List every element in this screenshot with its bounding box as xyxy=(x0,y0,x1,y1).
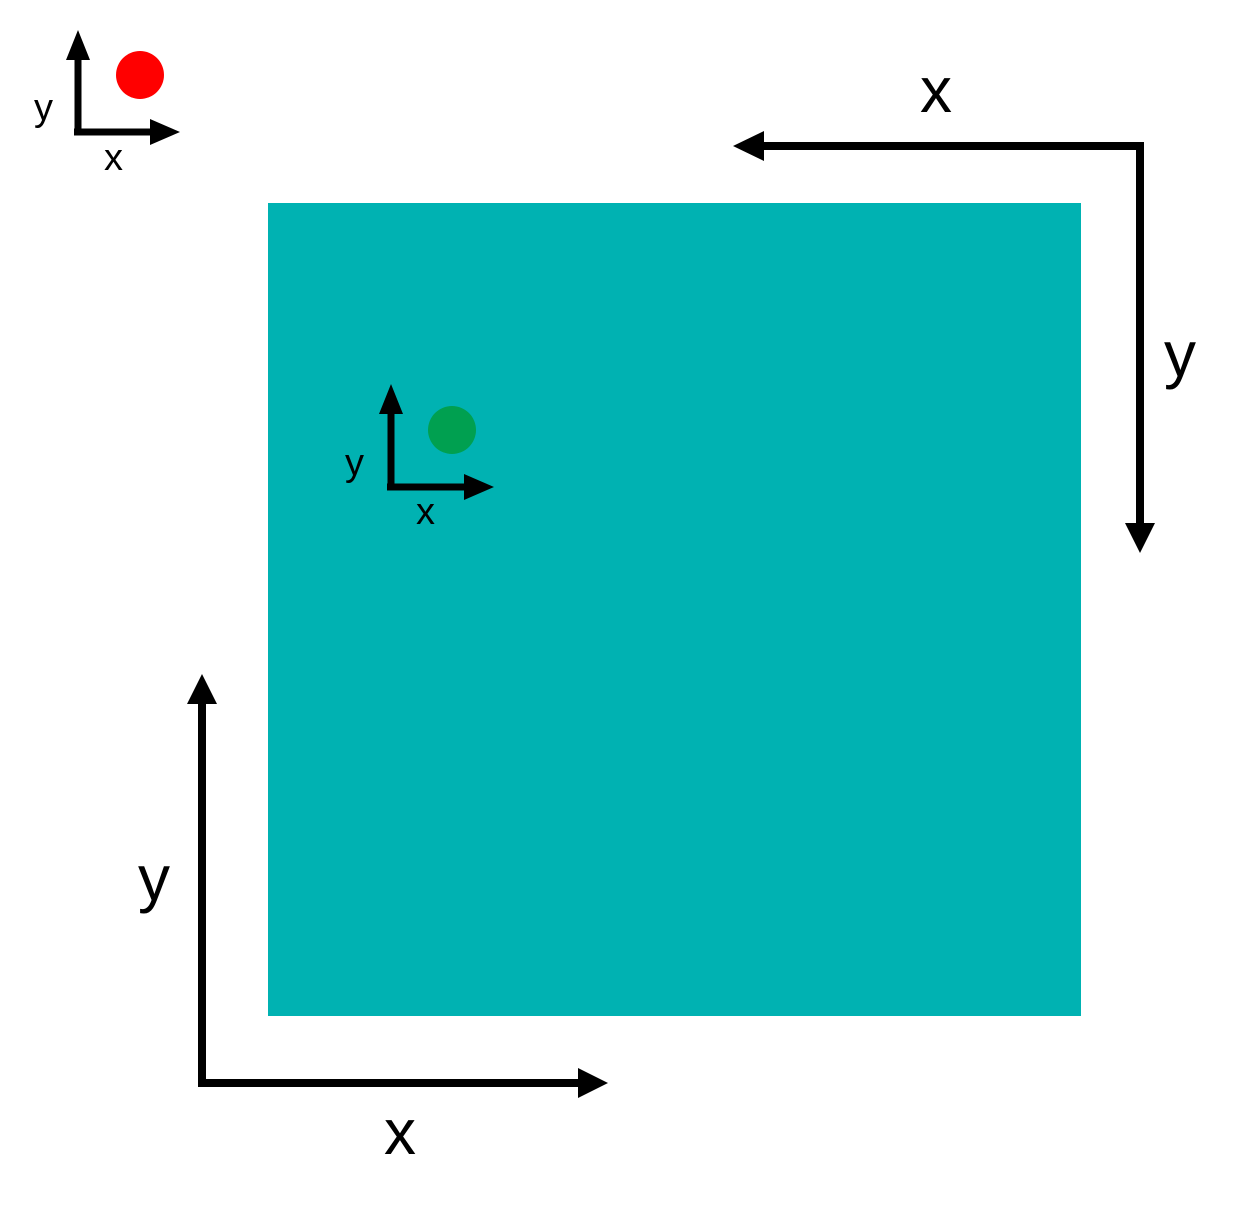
large-axes-bottom-left: y x xyxy=(138,674,608,1168)
x-axis-arrowhead xyxy=(578,1068,608,1098)
green-dot xyxy=(428,406,476,454)
teal-square xyxy=(268,203,1081,1016)
y-axis-arrowhead xyxy=(66,30,90,60)
y-axis-arrowhead xyxy=(187,674,217,704)
y-axis-label: y xyxy=(34,87,53,129)
x-axis-label: x xyxy=(104,137,123,179)
x-axis-label: x xyxy=(384,1096,416,1168)
y-axis-label: y xyxy=(345,442,364,484)
small-axes-inside-square: y x xyxy=(345,384,494,533)
y-axis-arrowhead xyxy=(1125,523,1155,553)
y-axis-arrowhead xyxy=(379,384,403,414)
x-axis-arrowhead xyxy=(733,131,764,161)
x-axis-arrowhead xyxy=(464,474,494,500)
x-axis-label: x xyxy=(920,54,952,126)
y-axis-label: y xyxy=(1164,318,1196,390)
y-axis-label: y xyxy=(138,842,170,914)
large-axes-top-right: x y xyxy=(733,54,1196,553)
small-axes-top-left: y x xyxy=(34,30,180,179)
x-axis-arrowhead xyxy=(150,119,180,145)
x-axis-label: x xyxy=(416,491,435,533)
red-dot xyxy=(116,51,164,99)
